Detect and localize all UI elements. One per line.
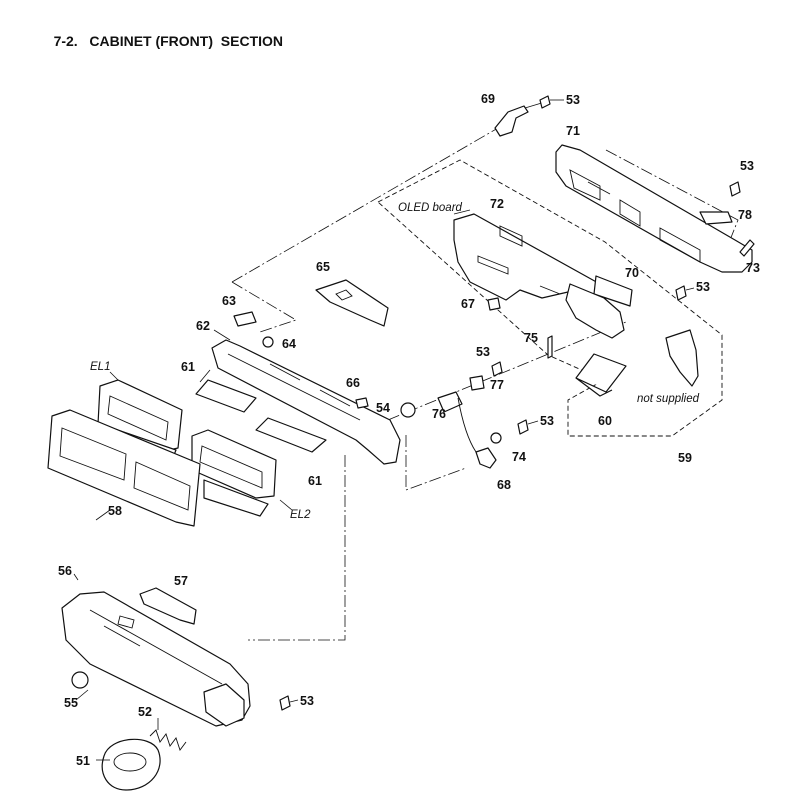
rod-75 <box>547 335 553 359</box>
callout-55: 55 <box>64 696 78 710</box>
callout-65: 65 <box>316 260 330 274</box>
frame-71 <box>555 144 753 273</box>
frame-62 <box>211 339 401 465</box>
callout-71: 71 <box>566 124 580 138</box>
callout-70: 70 <box>625 266 639 280</box>
spring-76 <box>437 391 463 413</box>
sheet-70 <box>593 275 633 307</box>
bracket-69 <box>494 105 529 137</box>
section-number: 7-2. <box>53 33 78 49</box>
alignment-line-vertical <box>248 455 346 641</box>
bracket-60 <box>575 353 627 397</box>
callout-56: 56 <box>58 564 72 578</box>
callout-76: 76 <box>432 407 446 421</box>
screw-53-right-top <box>729 181 741 197</box>
callout-53-bottom: 53 <box>300 694 314 708</box>
screw-53-mid <box>491 361 503 377</box>
alignment-line-mid <box>387 321 627 421</box>
page-title: 7-2. CABINET (FRONT) SECTION <box>38 17 283 65</box>
callout-53-mid-right: 53 <box>696 280 710 294</box>
callout-53-right-top: 53 <box>740 159 754 173</box>
callout-68: 68 <box>497 478 511 492</box>
callout-64: 64 <box>282 337 296 351</box>
housing-56 <box>61 591 251 727</box>
knob-holder <box>203 683 245 727</box>
callout-58: 58 <box>108 504 122 518</box>
callout-53-mid: 53 <box>476 345 490 359</box>
label-not-supplied: not supplied <box>637 393 700 405</box>
callout-59: 59 <box>678 451 692 465</box>
cable-68 <box>475 447 497 469</box>
callout-75: 75 <box>524 331 538 345</box>
callout-53-lower-mid: 53 <box>540 414 554 428</box>
cap-77 <box>469 375 485 391</box>
callout-73: 73 <box>746 261 760 275</box>
pin-73 <box>739 239 755 257</box>
callout-51: 51 <box>76 754 90 768</box>
filter-sheet-58 <box>47 409 201 527</box>
knob-not-supplied <box>665 329 699 387</box>
callout-52: 52 <box>138 705 152 719</box>
bracket-78 <box>699 211 733 225</box>
part-64 <box>262 336 274 348</box>
screw-53-mid-right <box>675 285 695 301</box>
part-67 <box>487 297 501 311</box>
callout-74: 74 <box>512 450 526 464</box>
bracket-65 <box>315 279 389 327</box>
tape-63 <box>233 311 257 327</box>
spring-52 <box>149 729 187 751</box>
label-el2: EL2 <box>290 509 311 521</box>
clip-66 <box>355 397 369 409</box>
callout-72: 72 <box>490 197 504 211</box>
bracket-57 <box>139 587 197 625</box>
screw-53-bottom <box>279 695 299 711</box>
connector-block <box>565 283 625 339</box>
callout-77: 77 <box>490 378 504 392</box>
callout-60: 60 <box>598 414 612 428</box>
window-61-bottom <box>255 417 327 453</box>
alignment-line-top <box>231 127 499 283</box>
section-title: CABINET (FRONT) SECTION <box>89 33 284 49</box>
alignment-line-bottom <box>405 435 467 491</box>
label-oled-board: OLED board <box>398 202 463 214</box>
gear-54 <box>400 402 416 418</box>
callout-57: 57 <box>174 574 188 588</box>
screw-53-lower-mid <box>517 419 539 435</box>
alignment-line-left <box>231 281 297 333</box>
knob-51 <box>101 738 161 791</box>
callout-78: 78 <box>738 208 752 222</box>
el2-connector <box>203 479 269 517</box>
screw-53-top <box>539 95 564 109</box>
callout-67: 67 <box>461 297 475 311</box>
callout-69: 69 <box>481 92 495 106</box>
callout-53-top: 53 <box>566 93 580 107</box>
washer-74 <box>490 432 502 444</box>
callout-62: 62 <box>196 319 210 333</box>
callout-63: 63 <box>222 294 236 308</box>
callout-66: 66 <box>346 376 360 390</box>
callout-61-top: 61 <box>181 360 195 374</box>
callout-54: 54 <box>376 401 390 415</box>
label-el1: EL1 <box>90 361 110 373</box>
foot-55 <box>71 671 89 689</box>
window-61-top <box>195 379 257 413</box>
callout-61-bottom: 61 <box>308 474 322 488</box>
